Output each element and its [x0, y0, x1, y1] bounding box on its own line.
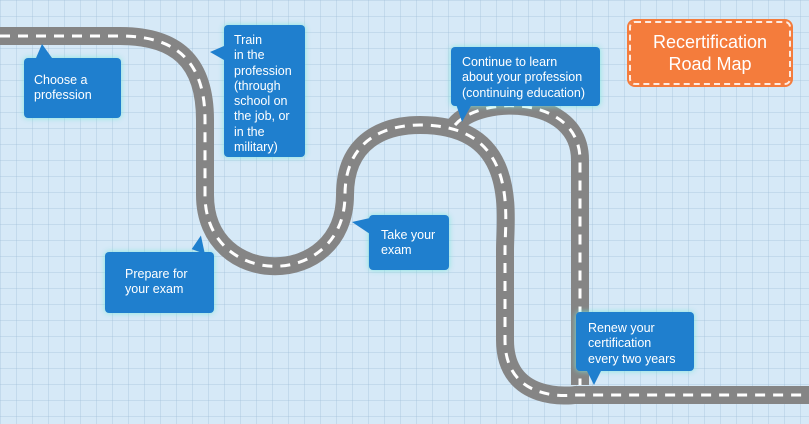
title-line-2: Road Map [668, 53, 752, 74]
step-line: Continue to learn [462, 55, 558, 69]
step-prepare-exam: Prepare for your exam [105, 252, 214, 313]
bubble-tail [352, 218, 370, 234]
step-train-profession: Train in the profession (through school … [224, 25, 305, 157]
step-line: certification [588, 336, 652, 351]
step-line: (through [234, 78, 281, 93]
title-box: Recertification Road Map [627, 19, 793, 87]
step-continue-learning: Continue to learn about your profession … [451, 47, 600, 106]
step-line: in the [234, 48, 265, 63]
step-line: Train [234, 33, 263, 47]
step-line: every two years [588, 351, 676, 366]
bubble-tail [586, 369, 602, 385]
step-line: Choose a [34, 73, 88, 87]
step-line: exam [381, 243, 412, 258]
step-line: Prepare for [125, 267, 188, 281]
road-loop-center-line [453, 104, 582, 385]
step-line: your exam [125, 282, 184, 297]
step-line: school on [234, 94, 288, 108]
step-line: Take your [381, 228, 436, 242]
step-line: the job, or [234, 109, 290, 124]
step-line: profession [234, 63, 292, 78]
step-choose-profession: Choose a profession [24, 58, 121, 118]
bubble-tail [36, 44, 52, 58]
step-line: in the [234, 124, 265, 139]
step-renew-certification: Renew your certification every two years [576, 312, 694, 371]
step-line: profession [34, 88, 92, 103]
step-line: (continuing education) [462, 85, 585, 100]
bubble-tail [210, 46, 224, 60]
step-line: Renew your [588, 321, 655, 335]
step-line: about your profession [462, 70, 583, 85]
title-line-1: Recertification [652, 32, 768, 52]
step-take-exam: Take your exam [369, 215, 449, 270]
bubble-tail [456, 104, 472, 122]
road-center-line [0, 34, 809, 398]
step-line: military) [234, 139, 278, 154]
